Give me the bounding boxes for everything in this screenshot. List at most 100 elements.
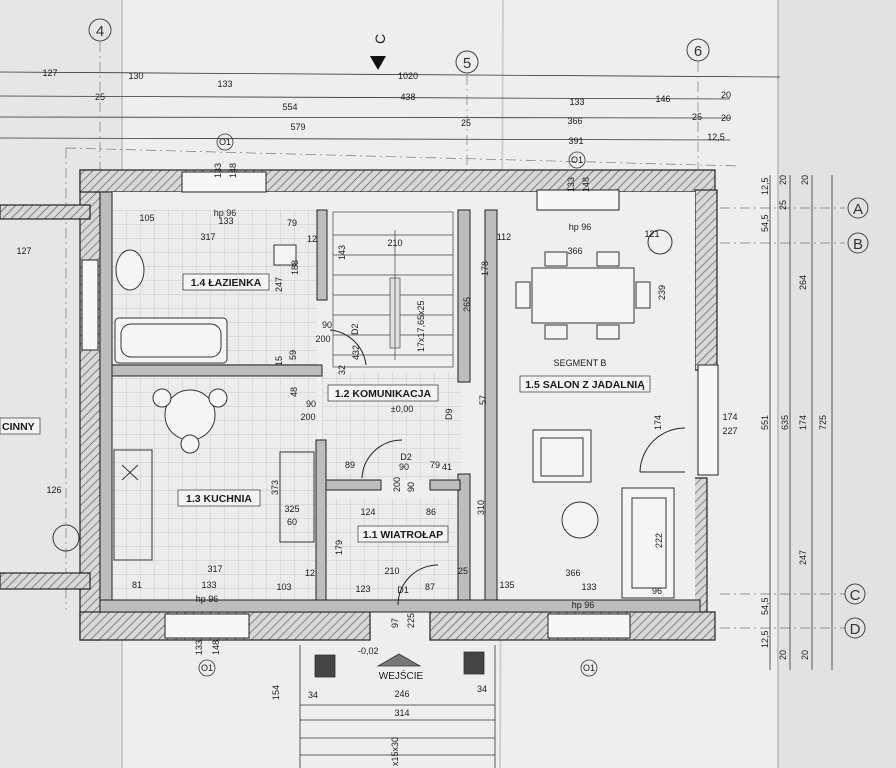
axis-bubble-6: 6: [686, 38, 710, 62]
window-codes: O1 O1 O1 O1 D1 D2 D2 D9 hp 96 hp 96 hp 9…: [196, 133, 598, 677]
svg-text:265: 265: [462, 297, 472, 312]
svg-text:635: 635: [780, 415, 790, 430]
room-label-living: 1.5 SALON Z JADALNIĄ: [519, 375, 651, 393]
svg-text:188: 188: [290, 260, 300, 275]
svg-text:174: 174: [653, 415, 663, 430]
bathtub: [114, 317, 228, 364]
svg-text:366: 366: [567, 116, 582, 126]
svg-text:4: 4: [96, 23, 104, 40]
svg-text:225: 225: [406, 613, 416, 628]
windows: [81, 171, 719, 639]
level-zero-label: ±0,00: [391, 404, 413, 414]
room-label-vestibule: 1.1 WIATROŁAP: [357, 525, 449, 543]
svg-text:133: 133: [213, 163, 223, 178]
svg-text:133: 133: [566, 177, 576, 192]
svg-text:130: 130: [128, 71, 143, 81]
svg-text:60: 60: [287, 517, 297, 527]
svg-text:373: 373: [270, 480, 280, 495]
svg-text:317: 317: [207, 564, 222, 574]
paper-panel-right: [778, 0, 896, 768]
svg-text:1.5 SALON Z JADALNIĄ: 1.5 SALON Z JADALNIĄ: [525, 379, 645, 391]
svg-text:325: 325: [284, 504, 299, 514]
svg-text:246: 246: [394, 689, 409, 699]
svg-text:210: 210: [384, 566, 399, 576]
svg-text:126: 126: [46, 485, 61, 495]
svg-text:D1: D1: [397, 585, 409, 595]
svg-text:239: 239: [657, 285, 667, 300]
svg-text:57: 57: [478, 395, 488, 405]
svg-text:112: 112: [497, 232, 511, 242]
svg-text:391: 391: [568, 136, 583, 146]
svg-text:135: 135: [499, 580, 514, 590]
window-top-dimensions: 133 148 133 148: [213, 163, 591, 192]
svg-text:CINNY: CINNY: [2, 421, 35, 433]
svg-text:54,5: 54,5: [760, 214, 770, 232]
svg-text:25: 25: [461, 118, 471, 128]
room-label-hall: 1.2 KOMUNIKACJA: [327, 384, 439, 402]
svg-text:20: 20: [778, 175, 788, 185]
svg-text:366: 366: [565, 568, 580, 578]
svg-text:hp 96: hp 96: [214, 208, 237, 218]
svg-text:174: 174: [798, 415, 808, 430]
svg-text:133: 133: [194, 640, 204, 655]
svg-text:210: 210: [387, 238, 402, 248]
axis-bubble-a: A: [847, 197, 869, 219]
svg-text:148: 148: [228, 163, 238, 178]
svg-text:25: 25: [778, 200, 788, 210]
svg-text:48: 48: [289, 387, 299, 397]
svg-text:264: 264: [798, 275, 808, 290]
svg-text:90: 90: [399, 462, 409, 472]
svg-text:247: 247: [798, 550, 808, 565]
svg-text:C: C: [372, 34, 388, 44]
top-dimension-lines: [0, 71, 781, 141]
svg-text:O1: O1: [201, 663, 213, 673]
svg-text:1020: 1020: [398, 71, 418, 81]
entrance-label: WEJŚCIE: [379, 669, 424, 682]
svg-text:97: 97: [390, 618, 400, 628]
svg-text:222: 222: [654, 533, 664, 548]
svg-text:15: 15: [274, 356, 284, 366]
svg-text:133: 133: [569, 97, 584, 107]
svg-text:1.3 KUCHNIA: 1.3 KUCHNIA: [186, 493, 252, 505]
svg-text:20: 20: [721, 90, 731, 100]
svg-text:81: 81: [132, 580, 142, 590]
svg-text:25: 25: [692, 112, 702, 122]
svg-text:20: 20: [778, 650, 788, 660]
axis-lines: [65, 42, 845, 629]
svg-text:86: 86: [426, 507, 436, 517]
svg-text:579: 579: [290, 122, 305, 132]
kitchen-counter: [113, 449, 315, 561]
room-label-neighbor: CINNY: [0, 417, 41, 435]
toilet: [273, 244, 297, 266]
svg-text:105: 105: [139, 213, 154, 223]
stairs: [332, 211, 454, 368]
svg-text:438: 438: [400, 92, 415, 102]
svg-text:B: B: [853, 236, 863, 253]
svg-text:12,5: 12,5: [760, 177, 770, 195]
svg-text:54,5: 54,5: [760, 597, 770, 615]
svg-text:hp 96: hp 96: [569, 222, 592, 232]
sofa: [621, 487, 675, 599]
svg-text:179: 179: [334, 540, 344, 555]
dining-table: [515, 251, 651, 340]
svg-text:123: 123: [355, 584, 370, 594]
svg-text:D: D: [850, 621, 861, 638]
svg-text:314: 314: [394, 708, 409, 718]
svg-text:1.4 ŁAZIENKA: 1.4 ŁAZIENKA: [191, 277, 262, 289]
svg-text:133: 133: [218, 216, 233, 226]
svg-text:O1: O1: [583, 663, 595, 673]
axis-bubble-4: 4: [88, 18, 112, 42]
svg-text:133: 133: [581, 582, 596, 592]
svg-text:D2: D2: [350, 323, 360, 335]
svg-text:25: 25: [95, 92, 105, 102]
svg-text:87: 87: [425, 582, 435, 592]
room-label-bathroom: 1.4 ŁAZIENKA: [182, 273, 270, 291]
kitchen-table: [152, 388, 228, 454]
segment-label: SEGMENT B: [554, 358, 607, 368]
bottom-dimensions: 97 225 154 34 246 34 314 133 148: [194, 613, 487, 718]
svg-text:D2: D2: [400, 452, 412, 462]
level-minus-label: -0,02: [358, 646, 379, 656]
svg-text:C: C: [850, 587, 861, 604]
top-dimensions: 127 130 133 1020 25 438 133 146 20 554 3…: [42, 68, 731, 146]
svg-text:174: 174: [722, 412, 737, 422]
